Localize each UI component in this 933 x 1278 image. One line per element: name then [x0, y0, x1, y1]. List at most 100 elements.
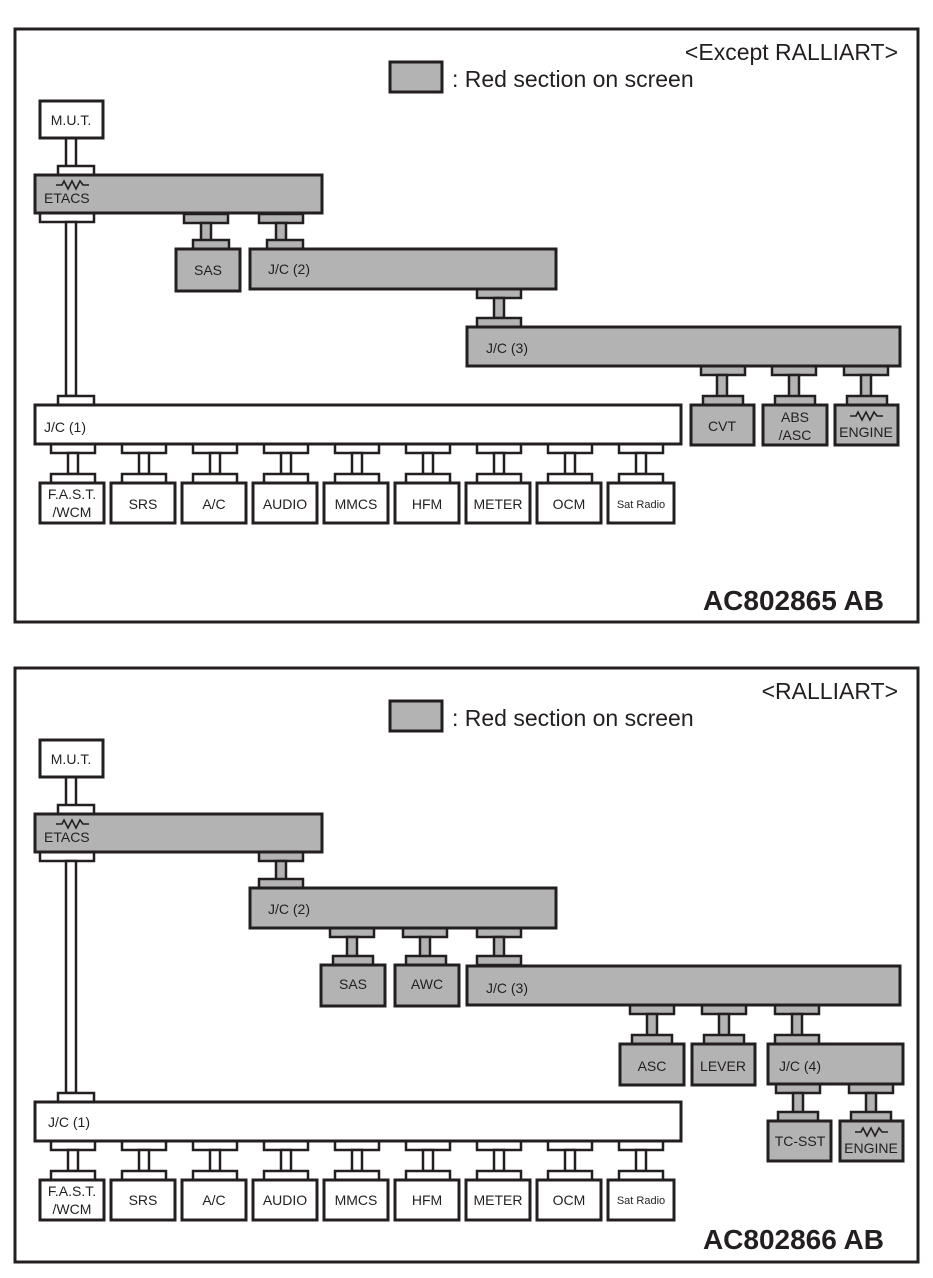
link-jc1-audio — [279, 451, 293, 476]
abs-label-line2: /ASC — [779, 427, 812, 443]
abs-label-line1: ABS — [781, 409, 809, 425]
legend-swatch — [388, 699, 444, 733]
link-jc1-meter — [492, 451, 506, 476]
etacs-label: ETACS — [44, 190, 90, 206]
link-mut-etacs — [64, 775, 78, 809]
srs-box — [109, 1178, 177, 1222]
sat-radio-box — [606, 481, 676, 525]
asc-box — [618, 1042, 686, 1087]
audio-label: AUDIO — [263, 496, 307, 512]
ocm-label: OCM — [553, 496, 586, 512]
engine-box — [838, 1119, 905, 1163]
srs-label: SRS — [129, 1192, 158, 1208]
link-mut-etacs — [64, 136, 78, 170]
resistor-icon — [56, 818, 89, 830]
tc-sst-label: TC-SST — [775, 1133, 826, 1149]
link-jc3-cvt — [715, 373, 729, 399]
fast-label-line1: F.A.S.T. — [48, 1183, 96, 1199]
link-jc1-audio — [279, 1148, 293, 1173]
jc1-label: J/C (1) — [44, 419, 86, 435]
asc-label: ASC — [638, 1058, 667, 1074]
abs-asc-box — [761, 403, 829, 447]
etacs-label: ETACS — [44, 829, 90, 845]
tc-sst-box — [766, 1119, 833, 1163]
mut-box — [38, 738, 105, 779]
jc4-label: J/C (4) — [779, 1058, 821, 1074]
jc2-box — [248, 247, 558, 291]
link-jc1-ac — [208, 1148, 222, 1173]
sat-radio-label: Sat Radio — [617, 499, 665, 511]
jc3-label: J/C (3) — [486, 340, 528, 356]
link-jc3-lever — [717, 1012, 731, 1038]
etacs-box — [33, 173, 324, 215]
fast-wcm-box — [38, 1178, 106, 1222]
ac-label: A/C — [202, 496, 225, 512]
link-jc1-hfm — [421, 1148, 435, 1173]
ac-box — [180, 481, 248, 525]
jc2-label: J/C (2) — [268, 261, 310, 277]
srs-label: SRS — [129, 496, 158, 512]
variant-label: <RALLIART> — [762, 678, 898, 704]
link-etacs-jc1 — [64, 859, 78, 1095]
jc3-label: J/C (3) — [486, 980, 528, 996]
audio-box — [251, 1178, 319, 1222]
legend-text: : Red section on screen — [452, 705, 694, 731]
connector-plate — [257, 212, 305, 225]
link-jc1-mmcs — [350, 451, 364, 476]
awc-label: AWC — [411, 976, 443, 992]
link-jc2-jc3 — [492, 935, 506, 959]
mut-label: M.U.T. — [51, 112, 91, 128]
link-jc1-ocm — [563, 451, 577, 476]
jc2-label: J/C (2) — [268, 901, 310, 917]
link-jc1-mmcs — [350, 1148, 364, 1173]
engine-label: ENGINE — [839, 424, 893, 440]
mut-box — [38, 99, 105, 140]
cvt-box — [689, 403, 756, 447]
jc1-label: J/C (1) — [48, 1114, 90, 1130]
srs-box — [109, 481, 177, 525]
link-etacs-sas — [199, 221, 213, 243]
link-jc1-ac — [208, 451, 222, 476]
jc3-box — [465, 325, 902, 368]
meter-box — [464, 481, 532, 525]
link-etacs-jc1 — [64, 220, 78, 398]
connector-plate — [182, 212, 230, 225]
link-jc3-jc4 — [790, 1012, 804, 1038]
audio-box — [251, 481, 319, 525]
link-jc1-meter — [492, 1148, 506, 1173]
link-jc3-engine — [859, 373, 873, 399]
variant-label: <Except RALLIART> — [685, 39, 898, 65]
link-etacs-jc2 — [274, 859, 288, 882]
lever-box — [690, 1042, 757, 1087]
sat-radio-box — [606, 1178, 676, 1222]
link-jc3-asc — [645, 1012, 659, 1038]
panel-ralliart: <RALLIART> : Red section on screen — [13, 666, 920, 1264]
link-jc4-engine — [864, 1091, 878, 1115]
link-jc1-srs — [137, 1148, 151, 1173]
awc-box — [393, 963, 461, 1008]
sas-label: SAS — [194, 262, 222, 278]
fast-wcm-box — [38, 481, 106, 525]
link-jc1-sat — [634, 451, 648, 476]
hfm-label: HFM — [412, 496, 442, 512]
hfm-label: HFM — [412, 1192, 442, 1208]
link-jc2-jc3 — [492, 296, 506, 320]
link-jc1-hfm — [421, 451, 435, 476]
legend-swatch — [388, 60, 444, 94]
jc1-drops — [49, 442, 665, 485]
panel-except-ralliart: <Except RALLIART> : Red section on scree… — [13, 27, 920, 624]
ocm-label: OCM — [553, 1192, 586, 1208]
link-jc4-tcsst — [791, 1091, 805, 1115]
resistor-icon — [855, 1126, 888, 1138]
hfm-box — [393, 1178, 461, 1222]
resistor-icon — [56, 179, 89, 191]
figure-code: AC802865 AB — [703, 585, 884, 616]
meter-label: METER — [474, 1192, 523, 1208]
jc1-box — [33, 403, 683, 446]
legend-text: : Red section on screen — [452, 66, 694, 92]
meter-label: METER — [474, 496, 523, 512]
mmcs-box — [322, 481, 390, 525]
link-jc2-sas — [345, 935, 359, 959]
cvt-label: CVT — [708, 418, 736, 434]
